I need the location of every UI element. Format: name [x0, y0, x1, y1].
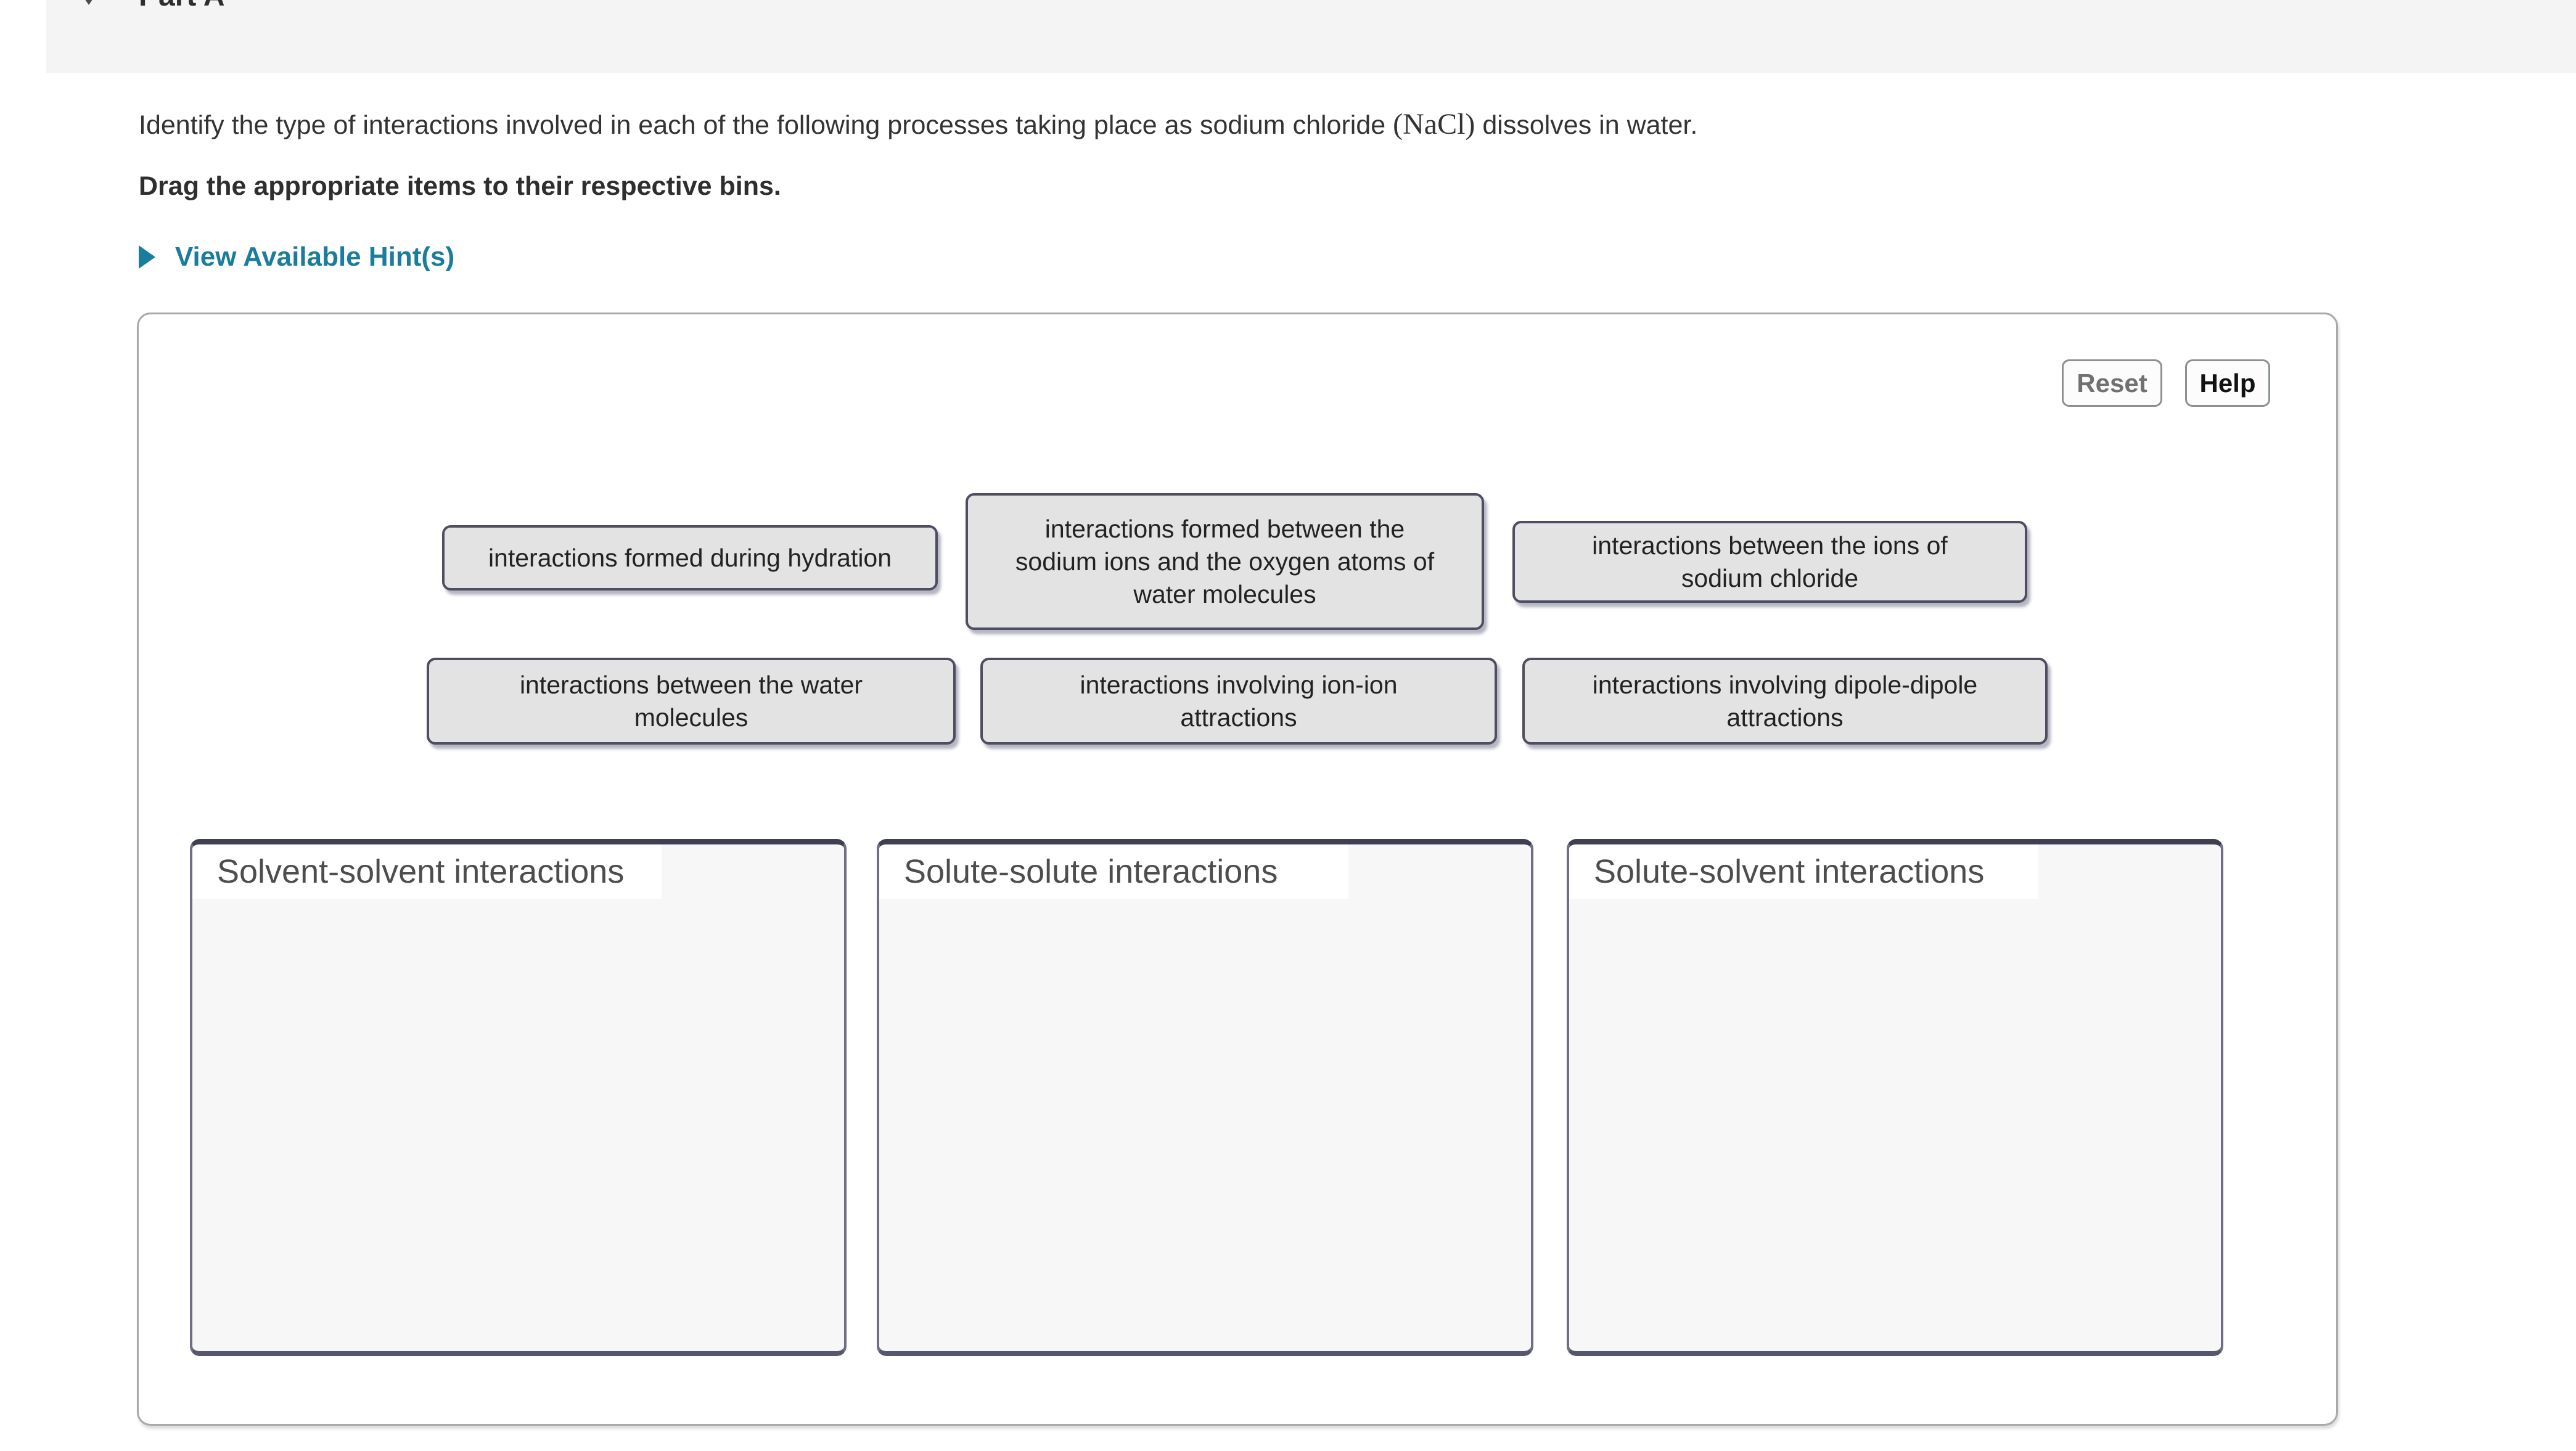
view-hints-link[interactable]: View Available Hint(s) [139, 242, 454, 272]
drag-item-label: interactions formed between the sodium i… [1015, 514, 1435, 608]
bin-label-box: Solvent-solvent interactions [192, 844, 662, 899]
part-title: Part A [139, 0, 225, 13]
view-hints-label: View Available Hint(s) [175, 242, 455, 272]
question-text-before: Identify the type of interactions involv… [139, 110, 1393, 140]
drag-item-label: interactions formed during hydration [488, 543, 892, 572]
question-formula: (NaCl) [1393, 108, 1475, 141]
bin-label: Solute-solvent interactions [1594, 853, 1985, 890]
drag-item-water-molecules[interactable]: interactions between the water molecules [427, 658, 956, 745]
question-text: Identify the type of interactions involv… [139, 108, 2420, 142]
drag-item-hydration[interactable]: interactions formed during hydration [442, 525, 938, 591]
drag-item-ion-ion[interactable]: interactions involving ion-ion attractio… [980, 658, 1497, 745]
bin-solvent-solvent[interactable]: Solvent-solvent interactions [190, 839, 847, 1356]
bin-label: Solute-solute interactions [904, 853, 1278, 890]
help-button[interactable]: Help [2185, 359, 2270, 407]
drag-item-label: interactions between the ions of sodium … [1592, 531, 1948, 592]
bin-label: Solvent-solvent interactions [217, 853, 625, 890]
bin-solute-solute[interactable]: Solute-solute interactions [877, 839, 1533, 1356]
hint-expand-icon [139, 245, 155, 269]
reset-button[interactable]: Reset [2062, 359, 2162, 407]
drag-instruction: Drag the appropriate items to their resp… [139, 171, 781, 201]
part-header-bar: Part A [46, 0, 2576, 73]
bin-solute-solvent[interactable]: Solute-solvent interactions [1567, 839, 2223, 1356]
drag-item-ions-sodium-chloride[interactable]: interactions between the ions of sodium … [1512, 521, 2027, 603]
collapse-caret-icon[interactable] [82, 0, 96, 5]
drag-item-sodium-oxygen[interactable]: interactions formed between the sodium i… [966, 493, 1484, 630]
bin-label-box: Solute-solute interactions [879, 844, 1349, 899]
bin-label-box: Solute-solvent interactions [1569, 844, 2039, 899]
question-text-after: dissolves in water. [1475, 110, 1698, 140]
drag-drop-activity-panel: Reset Help interactions formed during hy… [137, 313, 2338, 1426]
drag-item-label: interactions between the water molecules [519, 670, 863, 732]
drag-item-dipole-dipole[interactable]: interactions involving dipole-dipole att… [1522, 658, 2048, 745]
drag-item-label: interactions involving dipole-dipole att… [1592, 670, 1978, 732]
drag-item-label: interactions involving ion-ion attractio… [1080, 670, 1398, 732]
